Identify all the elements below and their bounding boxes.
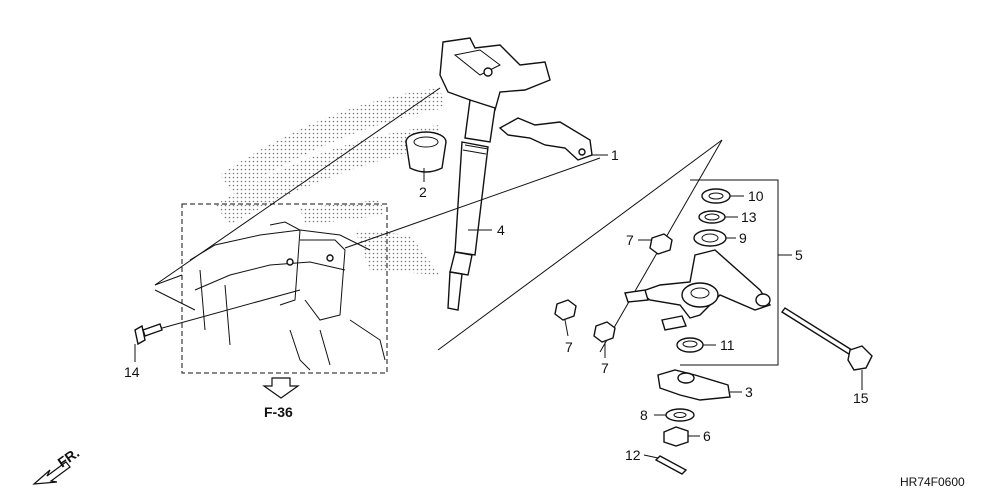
steering-shaft-bracket (498, 117, 593, 161)
steering-arm (624, 249, 772, 331)
callout-7a: 7 (626, 232, 634, 248)
bearing-10 (701, 188, 731, 204)
shaft-bushing (405, 131, 447, 173)
callout-11: 11 (720, 337, 735, 353)
callout-labels: 1 2 3 4 5 6 7 7 7 8 9 10 11 12 13 14 15 (124, 147, 869, 463)
bolt-15 (780, 307, 873, 371)
callout-1: 1 (611, 147, 619, 163)
diagram-code: HR74F0600 (900, 475, 965, 489)
callout-7c: 7 (601, 360, 609, 376)
leader-lines (134, 154, 863, 459)
callout-5: 5 (795, 247, 803, 263)
washer-8 (665, 408, 695, 422)
bolt-14 (134, 323, 163, 346)
reference-label: F-36 (264, 404, 293, 420)
nut-6 (663, 426, 689, 447)
callout-4: 4 (497, 222, 505, 238)
reference-arrow-icon (262, 377, 300, 399)
frame-section (154, 203, 388, 374)
bushing-holder-3 (657, 369, 731, 401)
front-direction-arrow-icon (32, 461, 71, 485)
seal-11 (676, 337, 704, 353)
callout-3: 3 (745, 384, 753, 400)
callout-15: 15 (853, 390, 869, 406)
nut-7a (649, 233, 673, 255)
guide-lines (154, 87, 779, 366)
callout-13: 13 (741, 209, 757, 225)
bearing-9 (693, 229, 727, 247)
seal-13 (698, 210, 726, 224)
background-watermark-dots (215, 88, 445, 275)
callout-8: 8 (640, 407, 648, 423)
nut-7c (593, 321, 616, 343)
callout-6: 6 (703, 428, 711, 444)
callout-9: 9 (739, 230, 747, 246)
callout-7b: 7 (565, 339, 573, 355)
callout-12: 12 (625, 447, 641, 463)
nut-7b (554, 299, 577, 321)
steering-shaft (439, 37, 551, 311)
callout-14: 14 (124, 364, 140, 380)
callout-10: 10 (748, 188, 764, 204)
cotter-pin-12 (654, 455, 688, 475)
callout-2: 2 (419, 184, 427, 200)
front-direction-label: FR. (55, 444, 83, 470)
